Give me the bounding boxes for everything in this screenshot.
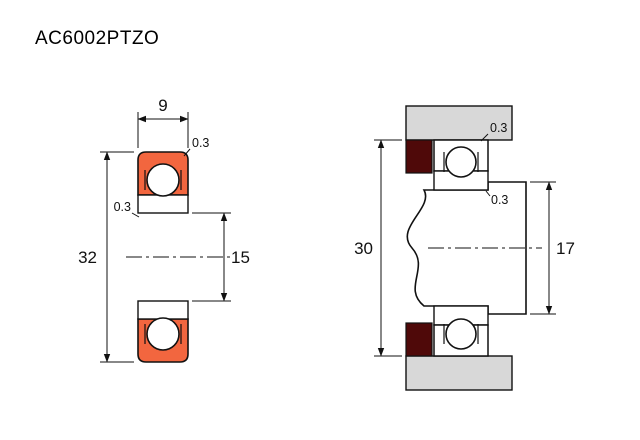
dimension-housing-shoulder: 30 — [354, 239, 373, 258]
abutment-block-bottom — [405, 322, 433, 357]
right-view-mounting: 0.3 0.3 30 17 — [354, 105, 575, 391]
mounted-ball-bottom — [445, 318, 477, 350]
leader-line — [480, 133, 489, 142]
inner-ring-top-section — [137, 194, 189, 214]
leader-line — [183, 148, 191, 157]
dimension-shaft-fillet: 0.3 — [491, 193, 508, 207]
dimension-bore-chamfer: 0.3 — [114, 200, 131, 214]
left-view-cross-section: 9 0.3 0.3 32 15 — [78, 96, 250, 363]
dimension-width: 9 — [158, 96, 167, 115]
leader-line — [131, 212, 140, 218]
dimension-outer-chamfer: 0.3 — [192, 136, 209, 150]
part-number-title: AC6002PTZO — [35, 28, 160, 49]
mounted-ball-top — [445, 146, 477, 178]
dimension-outer-diameter: 32 — [78, 248, 97, 267]
dimension-shaft-shoulder: 17 — [556, 239, 575, 258]
ball-bottom — [146, 317, 180, 351]
ball-top — [146, 163, 180, 197]
dimension-housing-fillet: 0.3 — [490, 121, 507, 135]
leader-line — [485, 190, 491, 197]
inner-ring-bottom-section — [137, 300, 189, 320]
housing-bottom — [405, 355, 513, 391]
housing-top — [405, 105, 513, 141]
dimension-bore-diameter: 15 — [231, 248, 250, 267]
abutment-block-top — [405, 139, 433, 174]
